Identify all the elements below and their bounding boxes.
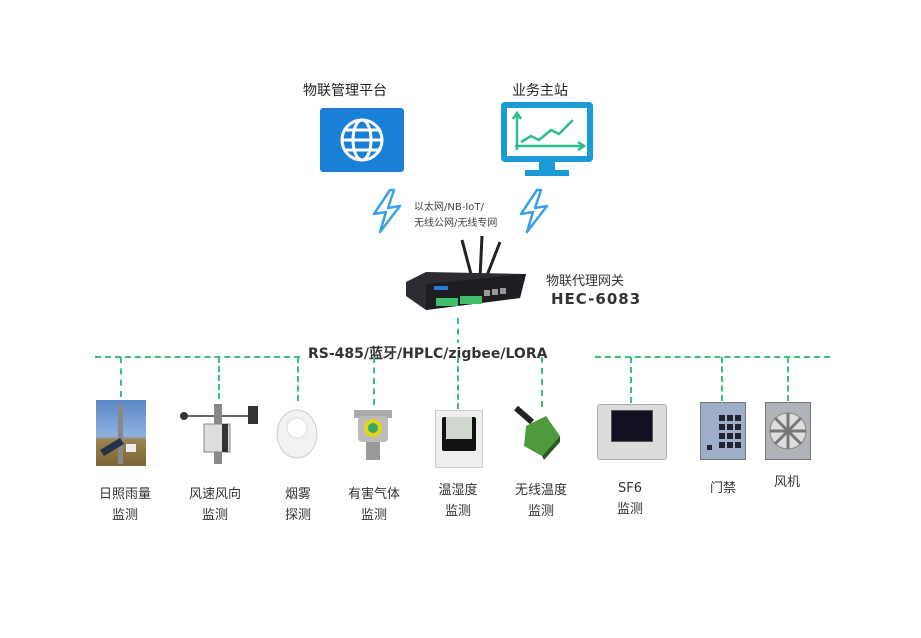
drop-3 [297, 357, 299, 401]
drop-5 [457, 357, 459, 409]
device-label: 门禁 [709, 481, 736, 496]
gas-detector-image [350, 408, 396, 464]
access-control-image [700, 402, 746, 460]
drop-9 [787, 357, 789, 401]
network-line-2: 无线公网/无线专网 [414, 218, 498, 229]
bus-protocol: RS-485/蓝牙/HPLC/zigbee/LORA [304, 343, 552, 363]
fan-image [765, 402, 811, 460]
gateway-connector [457, 318, 459, 356]
device-label: 日照雨量监测 [98, 487, 151, 523]
drop-6 [541, 357, 543, 407]
temp-humidity-sensor-image [435, 410, 483, 468]
device-label: 烟雾探测 [284, 487, 311, 523]
globe-icon [320, 108, 404, 172]
device-label: 温湿度监测 [438, 483, 478, 519]
bus-line-right [595, 356, 830, 358]
monitor-chart-icon [499, 100, 595, 180]
device-label: 风速风向监测 [188, 487, 241, 523]
solar-rain-sensor-image [96, 400, 146, 466]
drop-4 [373, 357, 375, 405]
sf6-monitor-image [597, 404, 667, 460]
network-line-1: 以太网/NB-IoT/ [414, 202, 484, 213]
device-label: 有害气体监测 [347, 487, 400, 523]
wireless-temp-sensor-image [512, 402, 564, 460]
bus-line-left [95, 356, 310, 358]
device-label: 风机 [773, 475, 800, 490]
drop-7 [630, 357, 632, 403]
device-label: 无线温度监测 [514, 483, 567, 519]
lightning-left-icon [370, 188, 404, 238]
network-types: 以太网/NB-IoT/ 无线公网/无线专网 [414, 200, 497, 232]
gateway-label: 物联代理网关 [546, 274, 625, 289]
gateway-device-image [400, 235, 530, 316]
gateway-model: HEC-6083 [551, 290, 642, 308]
smoke-detector-image [276, 404, 318, 460]
platform-label: 物联管理平台 [303, 83, 387, 99]
drop-8 [721, 357, 723, 401]
lightning-right-icon [517, 188, 551, 238]
wind-sensor-image [178, 400, 264, 466]
drop-1 [120, 357, 122, 397]
drop-2 [218, 357, 220, 399]
station-label: 业务主站 [512, 83, 568, 99]
